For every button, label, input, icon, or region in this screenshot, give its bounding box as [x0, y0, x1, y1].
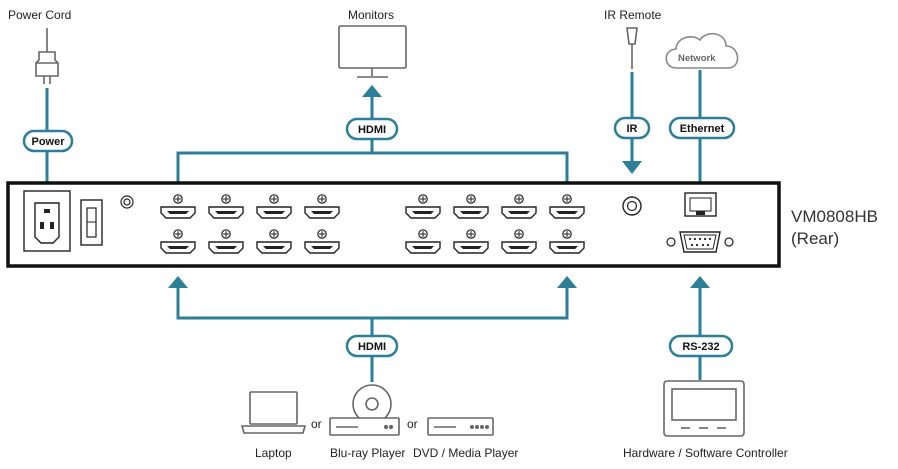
- power-plug-icon: [35, 28, 59, 84]
- monitors-label: Monitors: [348, 8, 394, 22]
- rs232-pill-label: RS-232: [682, 341, 719, 353]
- controller-screen-icon: [663, 380, 745, 437]
- ir-pill-label: IR: [627, 123, 638, 135]
- rs232-port[interactable]: [666, 231, 734, 253]
- hdmi-out-pill-label: HDMI: [358, 124, 386, 136]
- network-label: Network: [678, 53, 716, 64]
- model-name: VM0808HB: [791, 207, 878, 226]
- bluray-disc-icon: [329, 384, 400, 436]
- dvd-label: DVD / Media Player: [413, 446, 518, 460]
- ir-remote-label: IR Remote: [604, 8, 662, 22]
- network-cloud-icon: Network: [665, 33, 739, 69]
- power-pill-label: Power: [31, 136, 65, 148]
- rs232-pill: RS-232: [668, 334, 734, 358]
- power-pill: Power: [22, 129, 74, 153]
- hdmi-out-pill: HDMI: [345, 117, 399, 141]
- hdmi-in-pill: HDMI: [345, 334, 399, 358]
- laptop-icon: [240, 391, 307, 434]
- ethernet-port[interactable]: [684, 192, 717, 217]
- ir-port[interactable]: [622, 196, 642, 216]
- or-label-2: or: [407, 417, 418, 431]
- power-inlet[interactable]: [23, 190, 71, 252]
- power-cord-label: Power Cord: [8, 8, 71, 22]
- hdmi-in-pill-label: HDMI: [358, 341, 386, 353]
- bluray-label: Blu-ray Player: [330, 446, 405, 460]
- laptop-label: Laptop: [255, 446, 292, 460]
- monitor-icon: [338, 25, 407, 78]
- ethernet-pill-label: Ethernet: [680, 123, 725, 135]
- ir-remote-icon: [626, 27, 638, 69]
- rear-panel: [6, 181, 781, 268]
- model-view: (Rear): [791, 229, 839, 248]
- ir-pill: IR: [613, 116, 651, 140]
- or-label-1: or: [311, 417, 322, 431]
- ethernet-pill: Ethernet: [668, 116, 736, 140]
- ground-screw: [120, 195, 134, 209]
- controller-label: Hardware / Software Controller: [623, 446, 788, 460]
- power-switch[interactable]: [80, 199, 103, 246]
- dvd-player-icon: [427, 417, 494, 436]
